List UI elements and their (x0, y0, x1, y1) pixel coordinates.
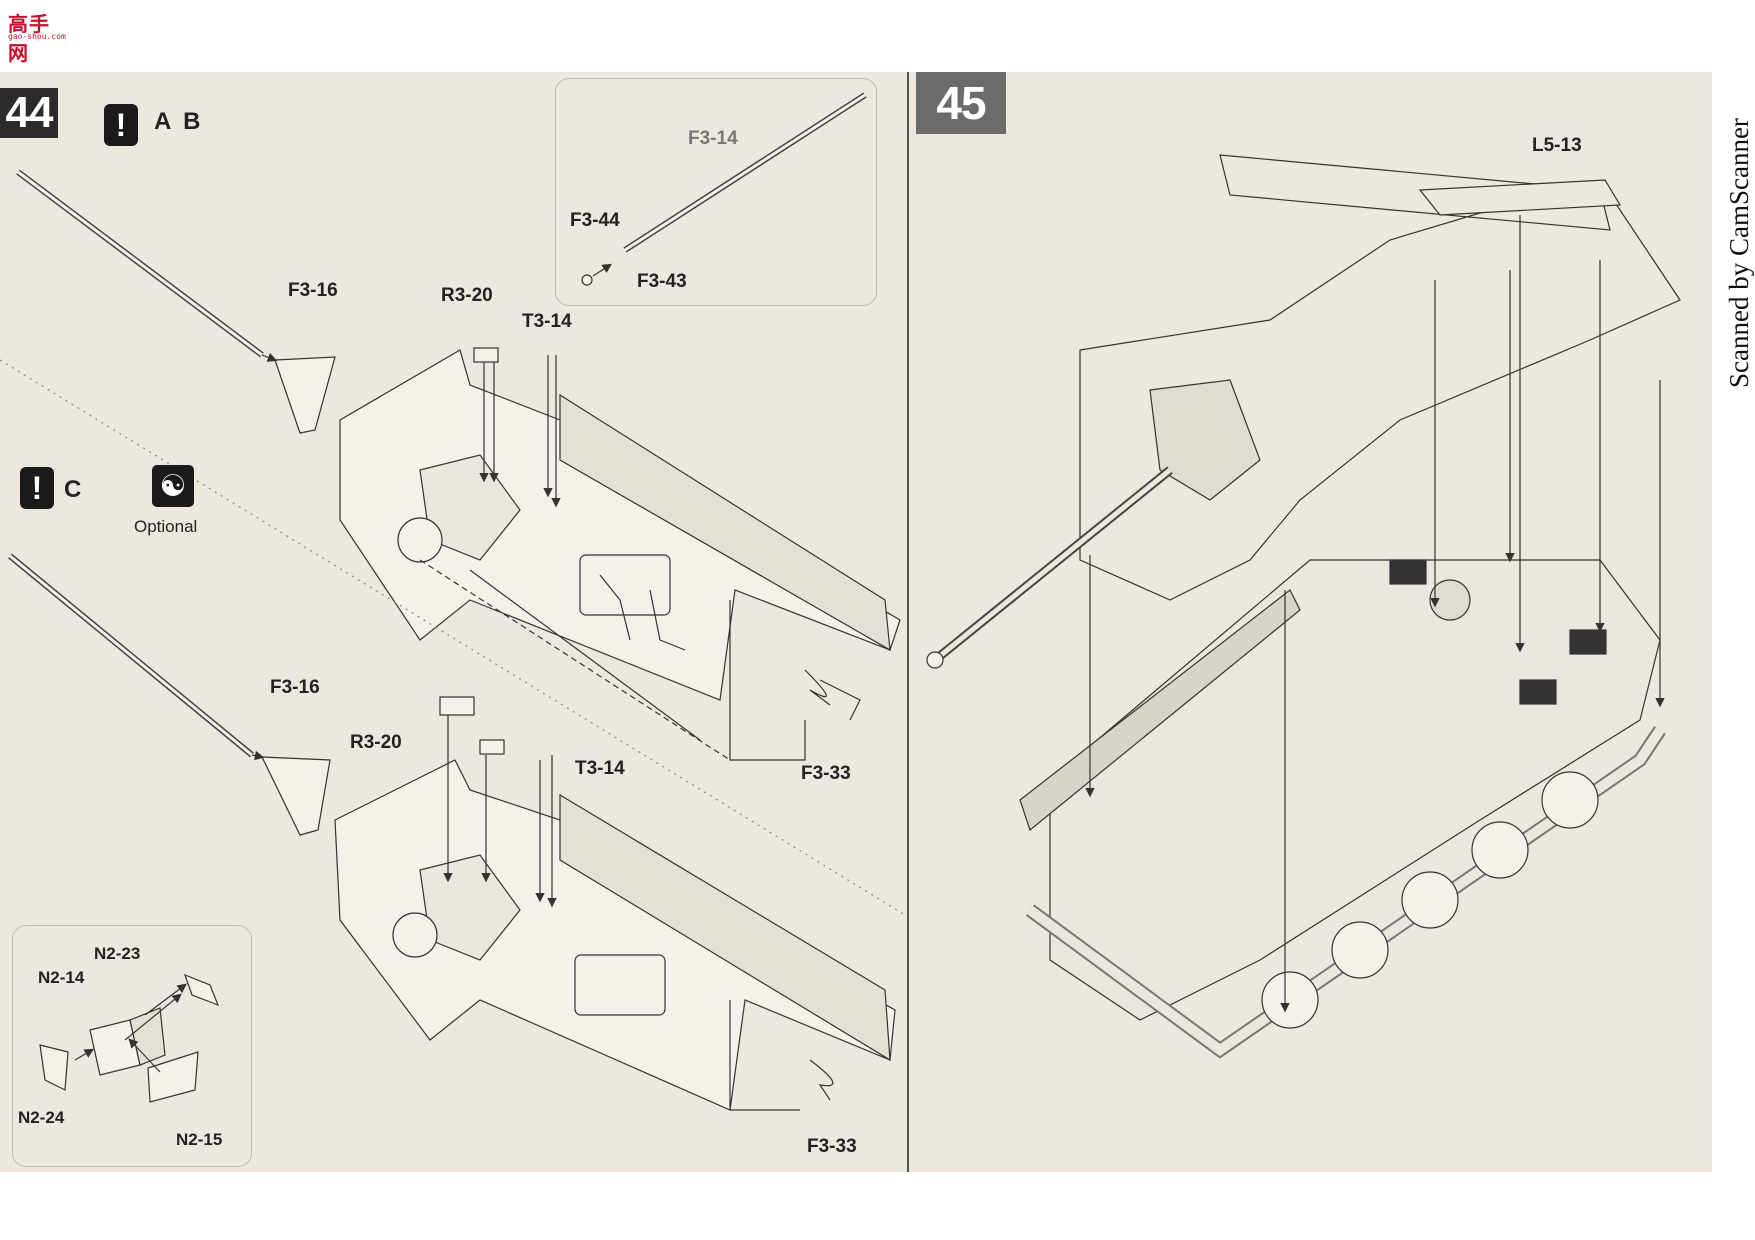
part-label: F3-43 (637, 271, 687, 292)
part-label: R3-20 (441, 285, 493, 306)
part-label: N2-14 (38, 968, 85, 987)
version-c-label: C (64, 476, 85, 503)
box-inset-drawing (39, 973, 220, 1103)
part-label: F3-14 (688, 128, 738, 149)
site-logo: 高手网 gao-shou.com (8, 8, 70, 65)
part-label: F3-33 (807, 1136, 857, 1157)
step-45-badge: 45 (916, 72, 1006, 134)
step44-upper-assembly (16, 169, 901, 761)
part-label: R3-20 (350, 732, 402, 753)
version-c-icon: ! (20, 467, 54, 509)
step-divider (907, 72, 909, 1172)
part-label: F3-16 (288, 280, 338, 301)
part-label: N2-23 (94, 944, 141, 963)
part-label: N2-15 (176, 1130, 223, 1149)
optional-label: Optional (134, 517, 198, 536)
step-44-badge: 44 (0, 88, 58, 138)
gun-inset-drawing (581, 92, 867, 286)
version-ab-icon: ! (104, 104, 138, 146)
part-label: F3-44 (570, 210, 620, 231)
logo-url: gao-shou.com (8, 32, 66, 41)
part-label: F3-16 (270, 677, 320, 698)
logo-name: 高手网 (8, 12, 50, 65)
part-label: L5-13 (1532, 135, 1582, 156)
gun-detail-inset (555, 78, 877, 306)
step44-lower-assembly (8, 553, 896, 1111)
box-detail-inset (12, 925, 252, 1167)
optional-icon: ☯ (152, 465, 194, 507)
part-label: T3-14 (575, 758, 625, 779)
part-label: T3-14 (522, 311, 572, 332)
version-ab-label: A B (154, 108, 204, 135)
part-label: F3-33 (801, 763, 851, 784)
part-label: N2-24 (18, 1108, 65, 1127)
step45-tank-assembly (926, 154, 1681, 1059)
